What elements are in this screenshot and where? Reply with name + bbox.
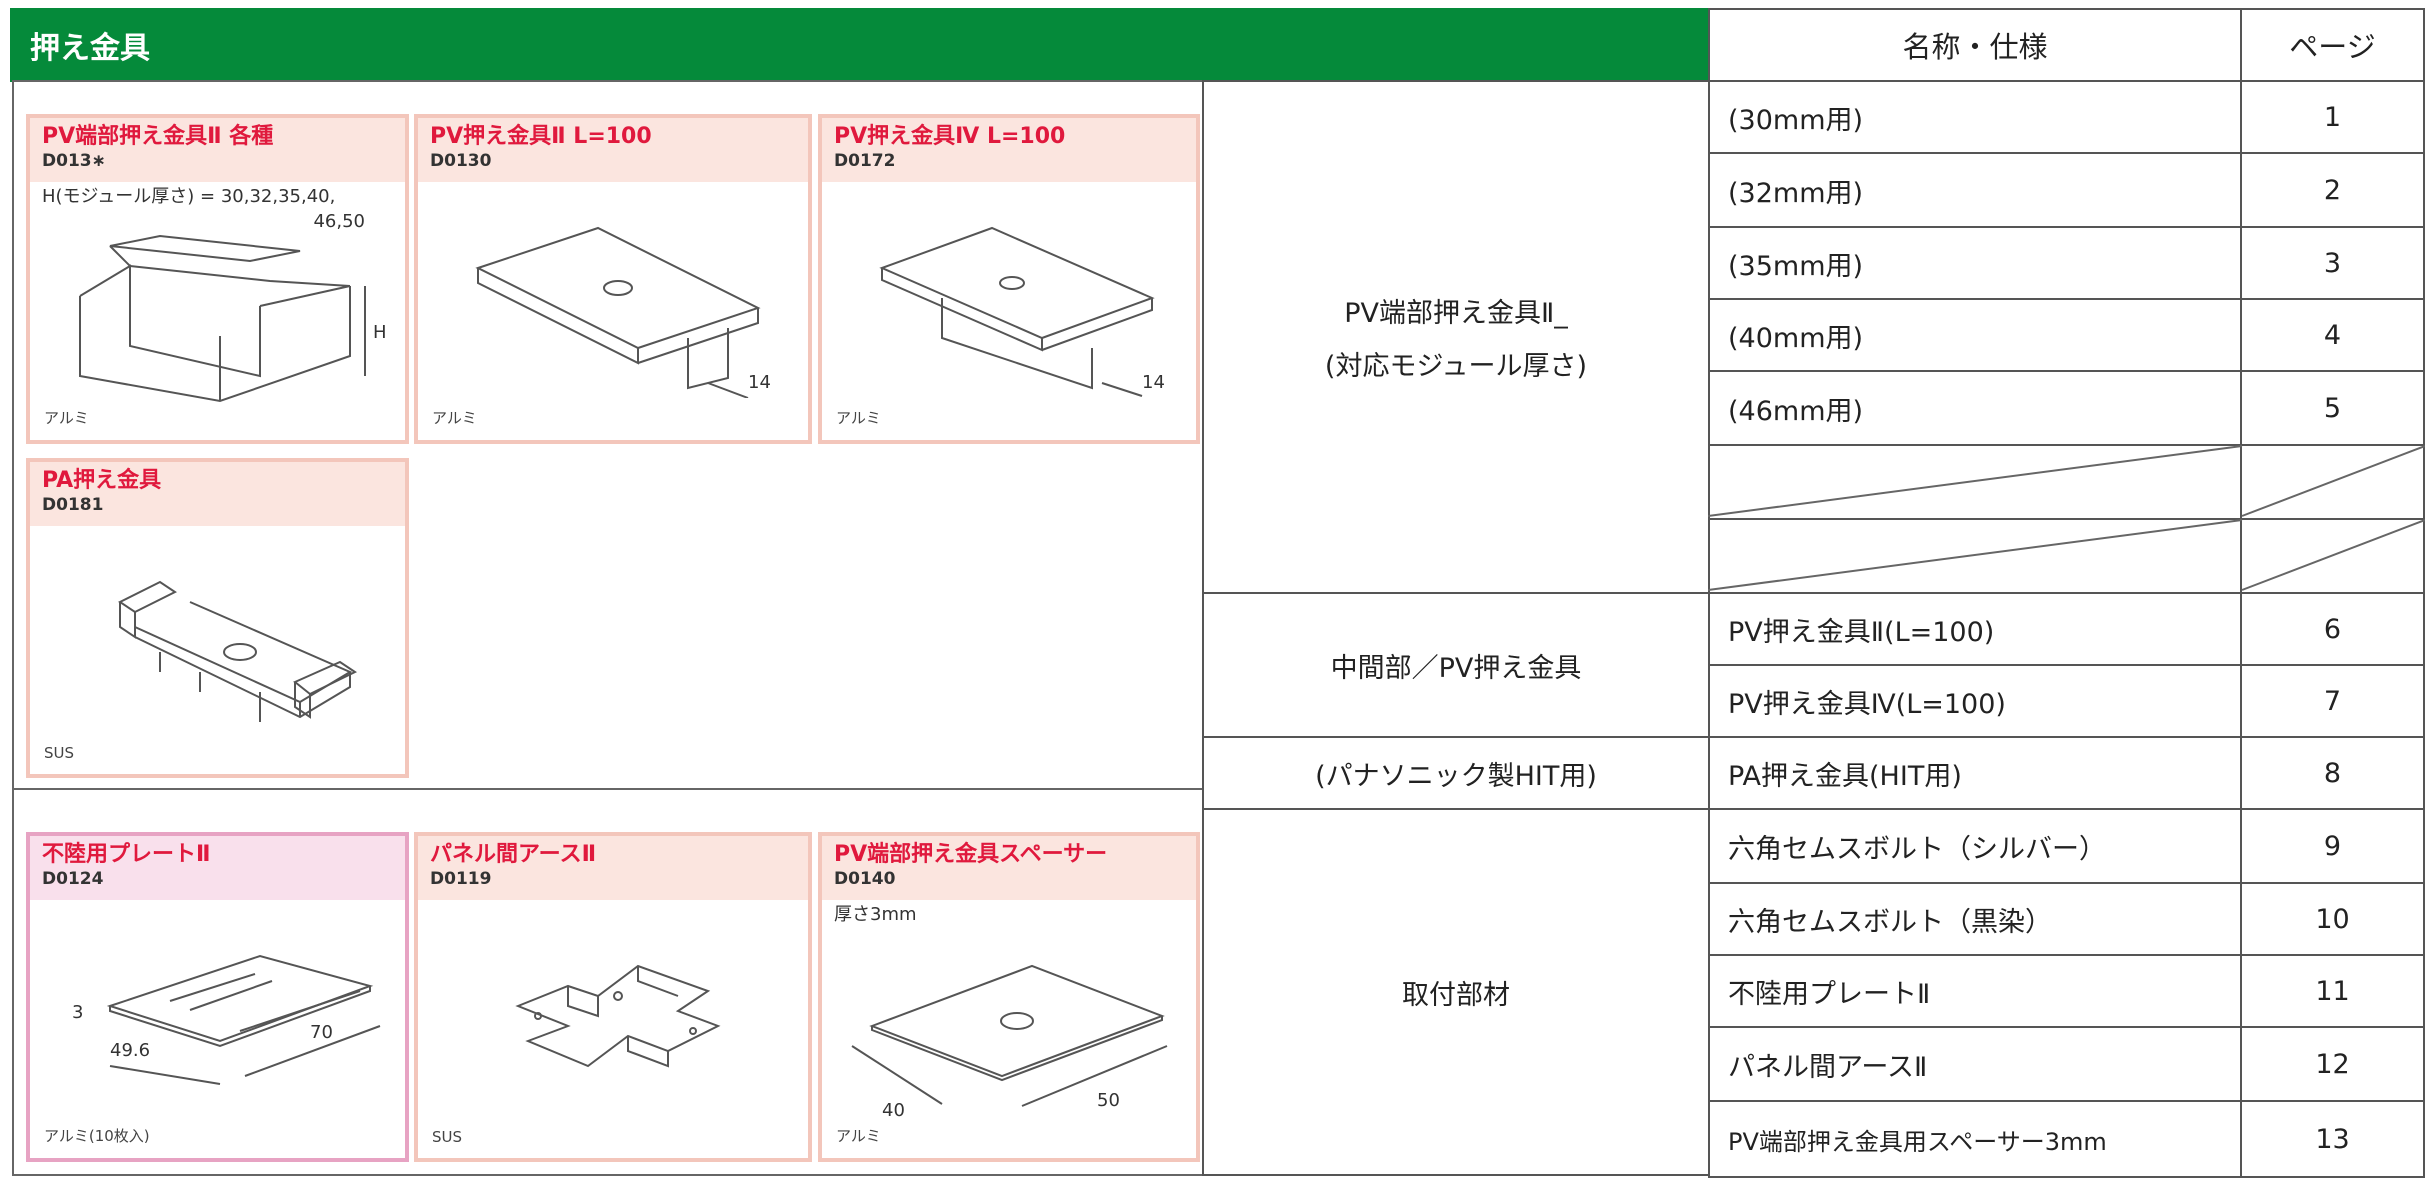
table-row-page[interactable]: 9	[2240, 808, 2425, 884]
dimension-40-label: 40	[882, 1100, 905, 1121]
product-code: D013∗	[42, 151, 106, 171]
dimension-14-label: 14	[748, 372, 771, 393]
group-label: 取付部材	[1402, 979, 1510, 1011]
product-card-pv-end-clamp[interactable]: PV端部押え金具Ⅱ 各種 D013∗ H(モジュール厚さ) = 30,32,35…	[26, 114, 409, 444]
product-name: PV押え金具Ⅱ L=100	[430, 124, 652, 149]
table-row-name: (40mm用)	[1708, 298, 2242, 372]
group-cell-end-clamp: PV端部押え金具Ⅱ_ (対応モジュール厚さ)	[1202, 80, 1710, 594]
dimension-h-label: H	[373, 322, 387, 343]
product-name: PV押え金具Ⅳ L=100	[834, 124, 1066, 149]
product-note-2: 46,50	[313, 211, 365, 232]
product-card-pv-clamp-2[interactable]: PV押え金具Ⅱ L=100 D0130 14 アルミ	[414, 114, 812, 444]
table-row-name: 六角セムスボルト（シルバー）	[1708, 808, 2242, 884]
table-row-page[interactable]: 1	[2240, 80, 2425, 154]
table-row-page[interactable]: 11	[2240, 954, 2425, 1028]
dimension-14-label: 14	[1142, 372, 1165, 393]
card-header: 不陸用プレートⅡ D0124	[30, 836, 405, 900]
product-code: D0124	[42, 869, 104, 889]
product-name: PV端部押え金具Ⅱ 各種	[42, 124, 274, 149]
column-header-page: ページ	[2240, 8, 2425, 82]
product-material: アルミ	[836, 1127, 881, 1145]
end-clamp-illustration: H	[79, 234, 387, 403]
product-code: D0130	[430, 151, 492, 171]
table-row-name: PV押え金具Ⅱ(L=100)	[1708, 592, 2242, 666]
pv-clamp-4-illustration: 14	[879, 226, 1165, 397]
product-material: アルミ	[836, 409, 881, 427]
card-header: パネル間アースⅡ D0119	[418, 836, 808, 900]
dimension-70-label: 70	[310, 1022, 333, 1043]
column-header-name: 名称・仕様	[1708, 8, 2242, 82]
table-row-name: パネル間アースⅡ	[1708, 1026, 2242, 1102]
product-material: アルミ	[44, 409, 89, 427]
product-name: 不陸用プレートⅡ	[42, 842, 211, 867]
group-sublabel: (対応モジュール厚さ)	[1324, 351, 1588, 382]
table-row-page[interactable]: 2	[2240, 152, 2425, 228]
table-row-name: (30mm用)	[1708, 80, 2242, 154]
card-header: PV押え金具Ⅱ L=100 D0130	[418, 118, 808, 182]
pa-clamp-illustration	[118, 580, 358, 722]
group-cell-middle-clamp: 中間部／PV押え金具	[1202, 592, 1710, 738]
spacer-illustration: 40 50	[851, 964, 1168, 1121]
card-header: PV端部押え金具スペーサー D0140	[822, 836, 1196, 900]
table-row-page[interactable]: 3	[2240, 226, 2425, 300]
table-row-name: PV押え金具Ⅳ(L=100)	[1708, 664, 2242, 738]
product-name: PV端部押え金具スペーサー	[834, 842, 1108, 867]
empty-row-strikes	[1708, 445, 2425, 591]
table-row-name: PV端部押え金具用スペーサー3mm	[1708, 1100, 2242, 1178]
product-card-leveling-plate[interactable]: 不陸用プレートⅡ D0124 3 49.6 70 アルミ(10枚入)	[26, 832, 409, 1162]
product-material: SUS	[44, 744, 75, 762]
product-material: SUS	[432, 1128, 463, 1146]
dimension-49-6-label: 49.6	[110, 1040, 150, 1061]
table-row-name: (46mm用)	[1708, 370, 2242, 446]
product-note: 厚さ3mm	[834, 904, 917, 925]
card-header: PA押え金具 D0181	[30, 462, 405, 526]
table-row-page[interactable]: 4	[2240, 298, 2425, 372]
table-row-name: 六角セムスボルト（黒染）	[1708, 882, 2242, 956]
product-card-end-clamp-spacer[interactable]: PV端部押え金具スペーサー D0140 厚さ3mm 40 50 アルミ	[818, 832, 1200, 1162]
group-label: (パナソニック製HIT用)	[1315, 760, 1597, 792]
product-code: D0140	[834, 869, 896, 889]
panel-ground-illustration	[515, 964, 721, 1068]
product-material: アルミ(10枚入)	[44, 1127, 150, 1145]
card-header: PV押え金具Ⅳ L=100 D0172	[822, 118, 1196, 182]
group-label: 中間部／PV押え金具	[1330, 652, 1582, 684]
pv-clamp-2-illustration: 14	[475, 226, 771, 398]
product-name: パネル間アースⅡ	[430, 842, 597, 867]
product-code: D0172	[834, 151, 896, 171]
table-row-page[interactable]: 6	[2240, 592, 2425, 666]
product-card-pa-clamp[interactable]: PA押え金具 D0181 SUS	[26, 458, 409, 778]
table-row-page[interactable]: 10	[2240, 882, 2425, 956]
table-row-name: PA押え金具(HIT用)	[1708, 736, 2242, 810]
table-row-page[interactable]: 13	[2240, 1100, 2425, 1178]
table-row-page[interactable]: 8	[2240, 736, 2425, 810]
card-header: PV端部押え金具Ⅱ 各種 D013∗	[30, 118, 405, 182]
table-row-page[interactable]: 12	[2240, 1026, 2425, 1102]
section-title: 押え金具	[10, 8, 1710, 82]
product-card-panel-ground[interactable]: パネル間アースⅡ D0119 SUS	[414, 832, 812, 1162]
dimension-3-label: 3	[72, 1002, 83, 1023]
group-cell-hit: (パナソニック製HIT用)	[1202, 736, 1710, 810]
table-row-page[interactable]: 7	[2240, 664, 2425, 738]
product-material: アルミ	[432, 409, 477, 427]
product-name: PA押え金具	[42, 468, 162, 493]
leveling-plate-illustration: 3 49.6 70	[72, 954, 381, 1085]
group-cell-mounting: 取付部材	[1202, 808, 1710, 1176]
table-row-name: (35mm用)	[1708, 226, 2242, 300]
product-note: H(モジュール厚さ) = 30,32,35,40,	[42, 186, 336, 207]
group-label: PV端部押え金具Ⅱ_	[1344, 298, 1568, 329]
table-row-name: 不陸用プレートⅡ	[1708, 954, 2242, 1028]
product-card-pv-clamp-4[interactable]: PV押え金具Ⅳ L=100 D0172 14 アルミ	[818, 114, 1200, 444]
table-row-name: (32mm用)	[1708, 152, 2242, 228]
dimension-50-label: 50	[1097, 1090, 1120, 1111]
product-code: D0119	[430, 869, 492, 889]
product-code: D0181	[42, 495, 104, 515]
table-row-page[interactable]: 5	[2240, 370, 2425, 446]
